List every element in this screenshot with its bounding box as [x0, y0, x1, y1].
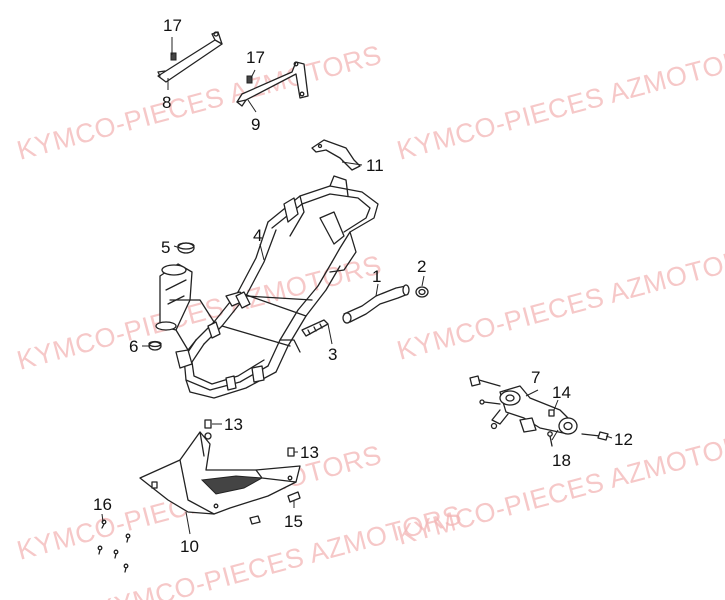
watermark: KYMCO-PIECES AZMOTORS: [394, 39, 725, 165]
part-13-nut: [204, 419, 212, 440]
callout-18: 18: [552, 451, 571, 470]
part-3-strip: [301, 319, 329, 337]
part-13-nut: [287, 447, 295, 457]
callout-5: 5: [161, 238, 170, 257]
part-6-grommet: [148, 340, 162, 351]
watermark: KYMCO-PIECES AZMOTORS: [394, 239, 725, 365]
callout-4: 4: [253, 226, 262, 245]
callout-17: 17: [163, 16, 182, 35]
part-7-bracket-assembly: [490, 385, 578, 435]
callout-13: 13: [224, 415, 243, 434]
part-10-cover: [139, 431, 301, 515]
callout-12: 12: [614, 430, 633, 449]
callout-10: 10: [180, 537, 199, 556]
part-17-screw: [246, 75, 253, 84]
part-18-pin: [547, 431, 553, 447]
part-2-clamp: [415, 286, 429, 298]
part-17-screw: [170, 52, 177, 61]
callout-7: 7: [531, 368, 540, 387]
callout-17: 17: [246, 48, 265, 67]
callout-1: 1: [372, 267, 381, 286]
callout-2: 2: [417, 257, 426, 276]
part-9-bracket: [236, 61, 309, 107]
watermark-layer: KYMCO-PIECES AZMOTORS KYMCO-PIECES AZMOT…: [14, 39, 725, 600]
part-5-grommet: [177, 242, 195, 254]
part-12-bolt: [581, 431, 609, 441]
part-11-bracket: [311, 139, 361, 171]
part-4-frame: [155, 175, 379, 399]
callout-6: 6: [129, 337, 138, 356]
callout-3: 3: [328, 345, 337, 364]
callouts: 17 8 17 9 11 4 5 1 2 6 3 7 14 12 18 13 1…: [93, 16, 633, 556]
part-15-bolt: [249, 491, 301, 525]
part-13-nut: [151, 481, 158, 489]
part-8-bracket: [157, 31, 223, 83]
leader-lines: [101, 37, 613, 535]
callout-13: 13: [300, 443, 319, 462]
part-1-hose: [342, 284, 410, 324]
callout-14: 14: [552, 383, 571, 402]
part-16-screw: [97, 519, 131, 573]
callout-9: 9: [251, 115, 260, 134]
callout-8: 8: [162, 93, 171, 112]
callout-15: 15: [284, 512, 303, 531]
part-7-bolt: [469, 375, 501, 405]
callout-11: 11: [366, 156, 384, 175]
callout-16: 16: [93, 495, 112, 514]
part-14-nut: [548, 409, 555, 417]
